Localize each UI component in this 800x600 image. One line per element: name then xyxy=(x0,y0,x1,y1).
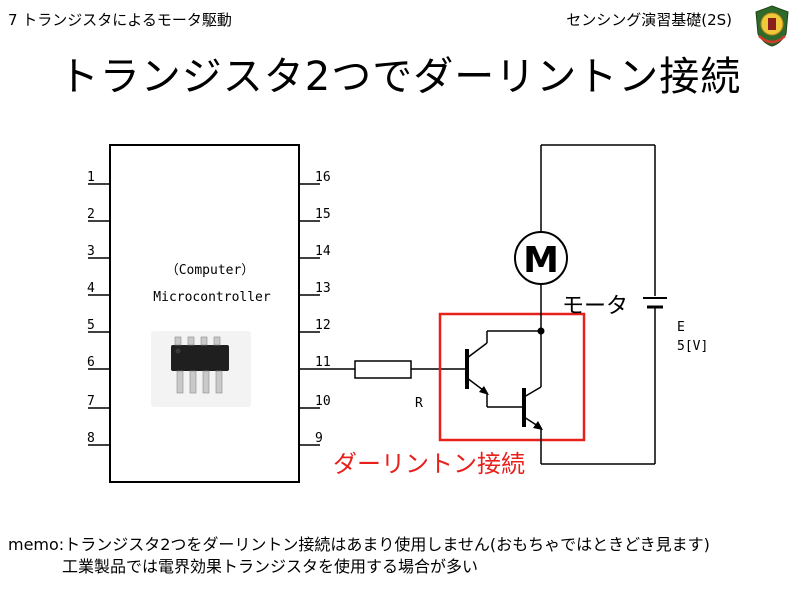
left-pins xyxy=(88,183,110,446)
section-title: 7 トランジスタによるモータ駆動 xyxy=(8,11,232,29)
pin-label: 13 xyxy=(315,281,331,296)
pin-label: 2 xyxy=(87,207,95,222)
circuit-wire xyxy=(523,386,542,398)
resistor xyxy=(354,360,412,379)
pin-label: 16 xyxy=(315,170,331,185)
circuit-wire xyxy=(215,370,223,394)
pin-label: 12 xyxy=(315,318,331,333)
pin-label: 4 xyxy=(87,281,95,296)
battery-label: E xyxy=(677,320,685,335)
pin-label: 1 xyxy=(87,170,95,185)
motor-letter: M xyxy=(523,240,559,281)
pin-label: 3 xyxy=(87,244,95,259)
school-emblem-icon xyxy=(755,5,789,47)
circuit-wire xyxy=(175,348,181,354)
pin-label: 7 xyxy=(87,394,95,409)
circuit-wire xyxy=(176,370,184,394)
chip-label-computer: （Computer） xyxy=(166,263,255,278)
resistor-label: R xyxy=(415,396,423,411)
circuit-wire xyxy=(174,336,182,346)
darlington-label: ダーリントン接続 xyxy=(333,450,525,478)
memo-line-2: 工業製品では電界効果トランジスタを使用する場合が多い xyxy=(62,557,479,576)
pin-label: 6 xyxy=(87,355,95,370)
pin-label: 14 xyxy=(315,244,331,259)
pin-label: 9 xyxy=(315,431,323,446)
microcontroller-photo xyxy=(151,331,251,407)
circuit-wire xyxy=(533,421,543,430)
circuit-wire xyxy=(200,336,208,346)
circuit-wire xyxy=(479,386,489,395)
microcontroller-body xyxy=(109,144,300,483)
circuit-wire xyxy=(768,18,776,30)
circuit-wire xyxy=(466,342,488,359)
darlington-highlight-box xyxy=(438,312,586,442)
course-title: センシング演習基礎(2S) xyxy=(566,11,732,29)
battery-voltage: 5[V] xyxy=(677,339,708,354)
circuit-wire xyxy=(202,370,210,394)
chip-label-microcontroller: Microcontroller xyxy=(153,290,271,305)
pin-label: 8 xyxy=(87,431,95,446)
circuit-wire xyxy=(187,336,195,346)
motor-label: モータ xyxy=(562,294,629,319)
pin-label: 11 xyxy=(315,355,331,370)
right-pins xyxy=(299,183,320,446)
pin-label: 5 xyxy=(87,318,95,333)
memo-line-1: memo:トランジスタ2つをダーリントン接続はあまり使用しません(おもちゃではと… xyxy=(8,535,710,554)
circuit-wire xyxy=(213,336,221,346)
page-title: トランジスタ2つでダーリントン接続 xyxy=(58,54,742,100)
pin-label: 10 xyxy=(315,394,331,409)
circuit-wire xyxy=(189,370,197,394)
pin-label: 15 xyxy=(315,207,331,222)
circuit-wire xyxy=(171,345,229,371)
junction-dot xyxy=(537,327,545,335)
